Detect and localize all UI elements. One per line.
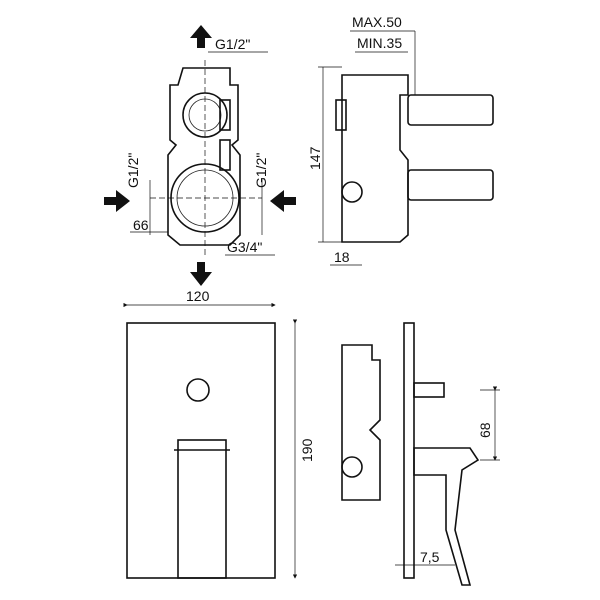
min-depth-label: MIN.35 [357, 35, 402, 51]
offset-dim-18: 18 [334, 249, 350, 265]
plate-width-dim-120: 120 [186, 288, 210, 304]
valve-body-side-view [335, 74, 494, 243]
inlet-top-label: G1/2" [215, 36, 250, 52]
cover-plate-side-view [341, 322, 480, 586]
arrow-right-icon [104, 190, 130, 212]
plate-thickness-dim: 7,5 [420, 549, 440, 565]
arrow-left-icon [270, 190, 296, 212]
max-depth-label: MAX.50 [352, 14, 402, 30]
height-dim-147: 147 [307, 146, 323, 170]
handle-height-dim-68: 68 [477, 422, 493, 438]
cover-plate-front-view [126, 322, 276, 579]
inlet-right-label: G1/2" [253, 153, 269, 188]
width-dim-66: 66 [133, 217, 149, 233]
arrow-down-icon [190, 262, 212, 286]
inlet-left-label: G1/2" [125, 153, 141, 188]
plate-height-dim-190: 190 [299, 438, 315, 462]
valve-body-front-view [150, 60, 262, 255]
outlet-bottom-label: G3/4" [227, 239, 262, 255]
arrow-up-icon [190, 25, 212, 48]
